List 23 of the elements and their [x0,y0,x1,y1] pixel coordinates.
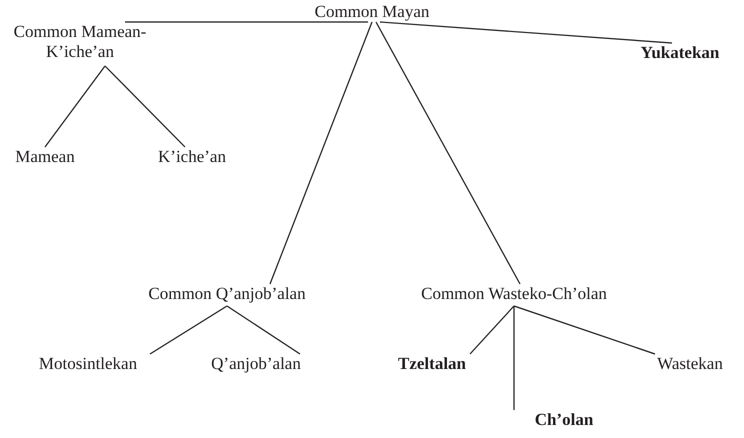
language-name: Q’anjob’alan [210,354,302,374]
tree-branch-line [513,306,515,410]
language-name: Yukatekan [640,43,720,63]
tree-branch-line [375,22,521,284]
tree-branch-line [380,21,672,44]
language-name: Common Mayan [314,2,430,22]
tree-branch-line [104,66,186,148]
tree-branch-line [44,66,106,148]
language-name: Wastekan [656,354,724,374]
language-name: K’iche’an [157,147,227,167]
language-name: Common Wasteko-Ch’olan [420,284,608,304]
tree-branch-line [125,21,368,23]
language-name: Ch’olan [534,410,594,430]
language-name: Tzeltalan [397,354,467,374]
tree-branch-line [269,22,373,284]
tree-branch-line [226,306,300,354]
language-name: Mamean [14,147,76,167]
tree-branch-line [150,306,228,354]
tree-branch-line [514,305,656,355]
tree-branch-line [470,306,514,354]
language-name: Common Q’anjob’alan [147,284,307,304]
language-name: Common Mamean-K’iche’an [12,22,148,62]
language-name: Motosintlekan [38,354,138,374]
